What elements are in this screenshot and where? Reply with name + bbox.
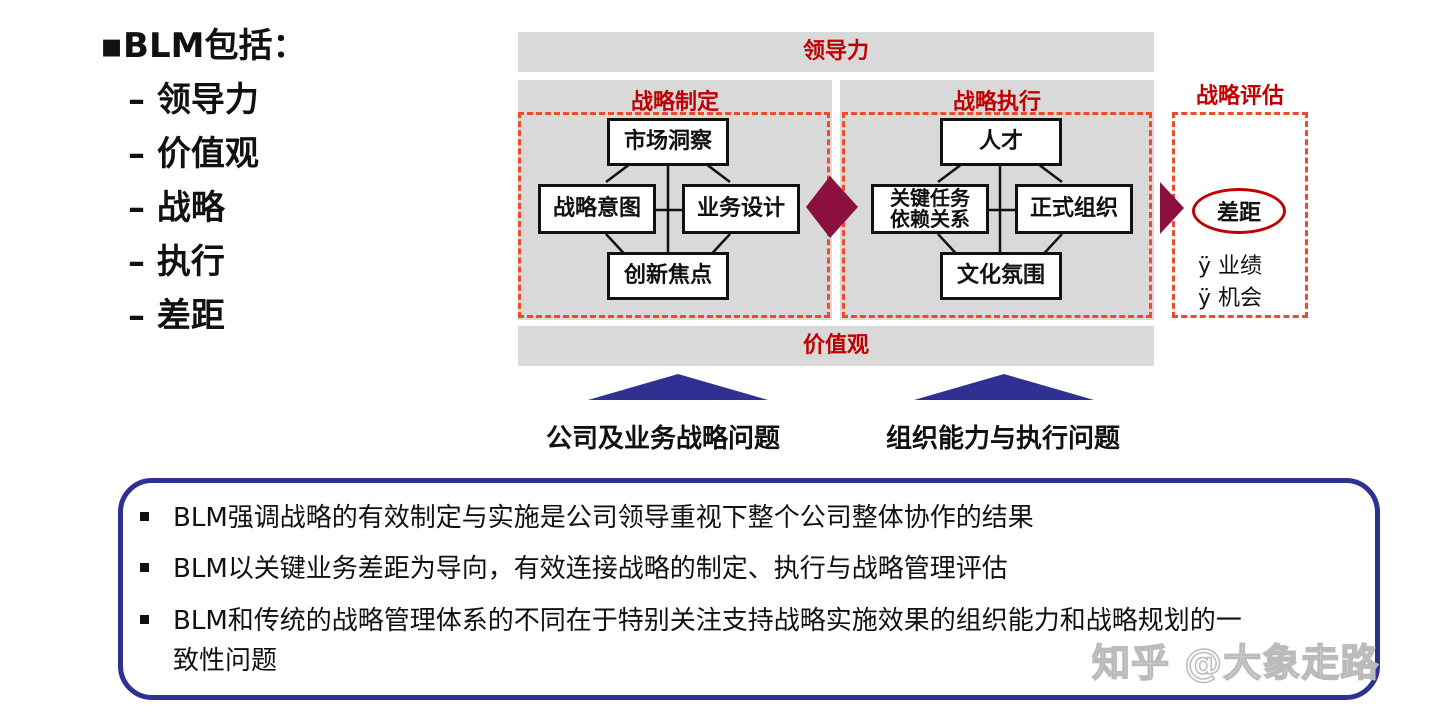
business-design-node: 业务设计 [682, 184, 800, 234]
formal-org-node: 正式组织 [1015, 184, 1133, 234]
strategy-issues-label: 公司及业务战略问题 [546, 424, 781, 454]
zhihu-watermark: 知乎 @大象走路 [1091, 640, 1380, 686]
innovation-focus-node: 创新焦点 [607, 252, 729, 300]
blm-title: ▪BLM包括： [100, 26, 307, 66]
list-item-leadership: – 领导力 [128, 80, 259, 120]
summary-text-3-continued: 致性问题 [173, 646, 278, 676]
culture-node: 文化氛围 [940, 252, 1062, 300]
arrow-execution-to-evaluation [1160, 182, 1184, 234]
list-item-strategy: – 战略 [128, 188, 225, 228]
list-item-execution: – 执行 [128, 242, 225, 282]
bullet-square-icon [140, 563, 149, 572]
execution-issues-label: 组织能力与执行问题 [886, 424, 1121, 454]
triangle-right [914, 374, 1094, 400]
bullet-square-icon [140, 512, 149, 521]
market-insight-node: 市场洞察 [607, 118, 729, 166]
values-bar: 价值观 [518, 326, 1154, 366]
triangle-left [588, 374, 768, 400]
summary-bullet-2: BLM以关键业务差距为导向，有效连接战略的制定、执行与战略管理评估 [140, 549, 1008, 589]
summary-bullet-3: BLM和传统的战略管理体系的不同在于特别关注支持战略实施效果的组织能力和战略规划… [140, 601, 1242, 641]
critical-tasks-node: 关键任务 依赖关系 [871, 184, 989, 234]
arrow-formulation-to-execution [806, 176, 858, 238]
bullet-square-icon [140, 615, 149, 624]
evaluation-bullet-opportunity: ÿ 机会 [1198, 286, 1263, 311]
summary-text-1: BLM强调战略的有效制定与实施是公司领导重视下整个公司整体协作的结果 [173, 503, 1034, 533]
critical-tasks-line1: 关键任务 [890, 186, 970, 210]
critical-tasks-line2: 依赖关系 [890, 207, 970, 231]
formulation-label: 战略制定 [630, 90, 719, 115]
summary-bullet-1: BLM强调战略的有效制定与实施是公司领导重视下整个公司整体协作的结果 [140, 498, 1034, 538]
list-item-gap: – 差距 [128, 296, 225, 336]
summary-text-2: BLM以关键业务差距为导向，有效连接战略的制定、执行与战略管理评估 [173, 554, 1008, 584]
summary-box [118, 478, 1380, 700]
list-item-values: – 价值观 [128, 134, 259, 174]
summary-text-3: BLM和传统的战略管理体系的不同在于特别关注支持战略实施效果的组织能力和战略规划… [173, 606, 1242, 636]
talent-node: 人才 [940, 118, 1062, 166]
strategic-intent-node: 战略意图 [538, 184, 656, 234]
evaluation-bullet-performance: ÿ 业绩 [1198, 254, 1263, 279]
leadership-bar: 领导力 [518, 32, 1154, 72]
execution-label: 战略执行 [952, 90, 1041, 115]
evaluation-label: 战略评估 [1195, 84, 1284, 109]
gap-ellipse: 差距 [1192, 188, 1286, 234]
